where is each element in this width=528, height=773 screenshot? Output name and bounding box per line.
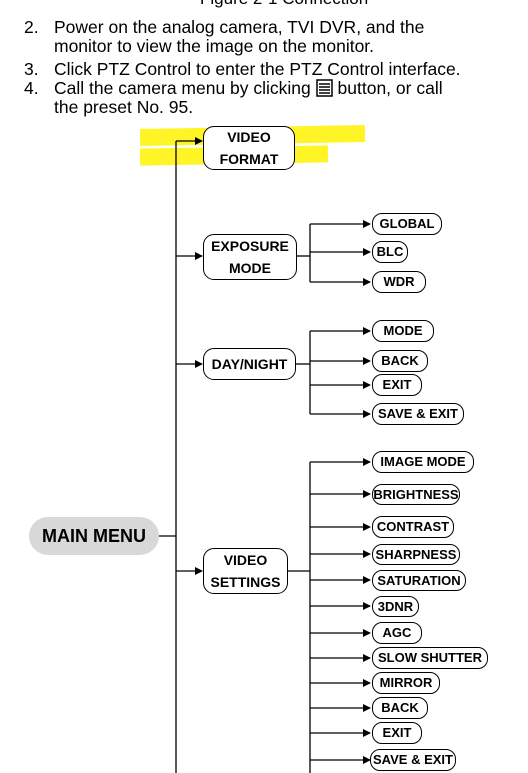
video-settings-option-agc: AGC [372,622,422,644]
video-settings-option-save-exit: SAVE & EXIT [370,749,456,771]
node-label: SATURATION [377,572,461,588]
node-label: MIRROR [379,675,433,690]
node-label: DAY/NIGHT [211,356,288,372]
node-label: WDR [383,274,415,289]
node-label: EXIT [382,377,412,392]
video-format-node: VIDEO FORMAT [203,126,295,170]
step-number: 3. [24,59,39,79]
node-label: SHARPNESS [375,546,457,562]
node-label: BRIGHTNESS [373,486,459,502]
main-menu-label: MAIN MENU [42,525,146,546]
node-label: IMAGE MODE [380,454,466,469]
node-label: SLOW SHUTTER [378,650,482,665]
step-text-part-a: Call the camera menu by clicking [54,78,311,98]
main-menu-node: MAIN MENU [29,517,159,555]
node-label-line2: SETTINGS [210,574,281,590]
step-number: 4. [24,78,39,98]
node-label: GLOBAL [379,216,435,231]
exposure-mode-node: EXPOSURE MODE [203,234,297,280]
node-label: MODE [383,323,423,338]
node-label: 3DNR [377,598,414,614]
video-settings-option-brightness: BRIGHTNESS [372,484,460,505]
video-settings-node: VIDEO SETTINGS [203,548,288,594]
video-settings-option-back: BACK [372,697,428,719]
node-label: CONTRAST [376,519,450,534]
exposure-option-global: GLOBAL [372,213,442,235]
node-label: BACK [381,700,419,715]
node-label: BLC [376,244,404,259]
video-settings-option-mirror: MIRROR [372,672,440,694]
node-label-line2: MODE [229,260,271,276]
step-text-line2: the preset No. 95. [54,97,194,117]
node-label: SAVE & EXIT [378,406,458,421]
camera-menu-icon [315,79,333,97]
step-4: 4. Call the camera menu by clicking butt… [24,78,443,117]
node-label: SAVE & EXIT [373,752,453,767]
step-text-line1: Click PTZ Control to enter the PTZ Contr… [54,59,461,79]
video-settings-option-image-mode: IMAGE MODE [372,451,474,473]
video-settings-option-contrast: CONTRAST [372,516,454,538]
step-text-part-b: button, or call [337,78,443,98]
day-night-option-mode: MODE [372,320,434,342]
video-settings-option-sharpness: SHARPNESS [372,544,460,565]
step-text-line1: Call the camera menu by clicking button,… [54,79,528,98]
step-text-line2: monitor to view the image on the monitor… [54,36,375,56]
video-settings-option-saturation: SATURATION [372,570,466,591]
exposure-option-blc: BLC [372,241,408,263]
step-number: 2. [24,17,39,37]
node-label: AGC [382,625,412,640]
day-night-option-save-exit: SAVE & EXIT [372,403,464,425]
node-label-line2: FORMAT [219,151,279,167]
video-settings-option-exit: EXIT [372,722,422,744]
step-text-line1: Power on the analog camera, TVI DVR, and… [54,17,425,37]
day-night-option-back: BACK [372,350,428,372]
figure-caption: Figure 2-1 Connection [200,0,368,9]
exposure-option-wdr: WDR [372,271,426,293]
node-label-line1: VIDEO [223,552,268,568]
node-label-line1: VIDEO [227,129,271,145]
node-label-line1: EXPOSURE [211,238,289,254]
video-settings-option-3dnr: 3DNR [372,596,419,617]
node-label: BACK [381,353,419,368]
day-night-node: DAY/NIGHT [203,348,296,380]
step-2: 2. Power on the analog camera, TVI DVR, … [24,17,424,56]
step-3: 3. Click PTZ Control to enter the PTZ Co… [24,59,461,79]
node-label: EXIT [382,725,412,740]
video-settings-option-slow-shutter: SLOW SHUTTER [372,647,488,669]
day-night-option-exit: EXIT [372,374,422,396]
